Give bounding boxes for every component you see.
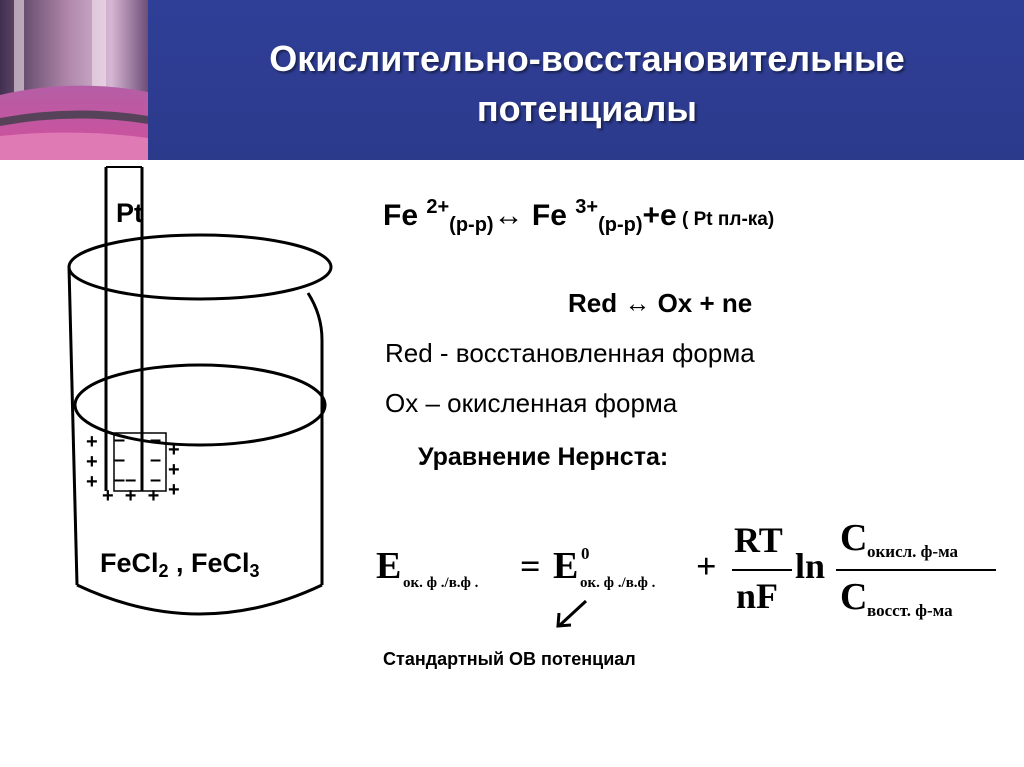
- beaker-diagram: [67, 166, 333, 616]
- charge-2plus: 2+: [426, 196, 450, 218]
- charges-plus-left: + + +: [86, 431, 98, 493]
- ox-definition: Ox – окисленная форма: [385, 388, 678, 418]
- fe-ion-1: Fe: [383, 199, 427, 232]
- nernst-formula: E ок. ф ./в.ф . = E 0 ок. ф ./в.ф . + RT…: [376, 517, 996, 628]
- std-E: E: [553, 545, 578, 587]
- charges-plus-bottom: + + +: [102, 485, 160, 507]
- beaker-rim: [67, 233, 333, 301]
- subscript-3: 3: [249, 561, 260, 581]
- title-line-1: Окислительно-восстановительные: [269, 38, 905, 79]
- nf-denominator: nF: [736, 576, 778, 616]
- charge-3plus: 3+: [575, 196, 599, 218]
- plus-sign: +: [696, 546, 717, 586]
- c-denominator: C: [840, 576, 867, 618]
- beaker-left-wall: [67, 266, 79, 586]
- lhs-subscript: ок. ф ./в.ф .: [403, 575, 479, 591]
- phase-1: (р-р): [449, 214, 494, 236]
- electron: +e: [642, 199, 677, 232]
- liquid-surface: [73, 363, 327, 447]
- title-line-2: потенциалы: [476, 88, 698, 129]
- charges-plus-right: + + +: [168, 439, 180, 501]
- equilibrium-arrow-icon-2: ↔: [624, 288, 651, 318]
- beaker-spout: [306, 292, 324, 341]
- fecl-text-2: , FeCl: [168, 548, 250, 578]
- pointer-arrow-icon: [556, 599, 588, 628]
- fecl-text-1: FeCl: [100, 548, 159, 578]
- content-panel-tab: [38, 160, 348, 200]
- c-numerator-subscript: окисл. ф-ма: [867, 542, 959, 561]
- charges-minus-right: – – –: [150, 429, 162, 491]
- electrode-note: ( Pt пл-ка): [676, 209, 775, 230]
- subscript-2: 2: [158, 561, 169, 581]
- phase-2: (р-р): [598, 214, 643, 236]
- nernst-title: Уравнение Нернста:: [418, 443, 669, 471]
- std-subscript: ок. ф ./в.ф .: [580, 575, 656, 591]
- beaker-bottom: [76, 583, 323, 616]
- ox-term: Ox + ne: [650, 288, 753, 318]
- red-definition: Red - восстановленная форма: [385, 338, 755, 368]
- redox-reaction: Fe 2+(р-р)↔ Fe 3+(р-р)+e ( Pt пл-ка): [383, 196, 774, 237]
- red-term: Red: [568, 288, 625, 318]
- electrode-label: Pt: [116, 198, 143, 228]
- red-ox-equation: Red ↔ Ox + ne: [568, 288, 752, 319]
- flask-image: [0, 0, 148, 160]
- rt-numerator: RT: [734, 520, 783, 560]
- std-superscript: 0: [581, 544, 590, 563]
- equilibrium-arrow-icon: ↔: [493, 199, 524, 232]
- ln-operator: ln: [795, 546, 825, 586]
- c-denominator-subscript: восст. ф-ма: [867, 601, 953, 620]
- solution-label: FeCl2 , FeCl3: [100, 548, 260, 582]
- pt-electrode: [104, 167, 144, 491]
- header-band: Окислительно-восстановительные потенциал…: [0, 0, 1024, 160]
- equals-sign: =: [520, 546, 541, 586]
- double-layer-box: [113, 432, 167, 492]
- c-numerator: C: [840, 517, 867, 559]
- standard-potential-label: Стандартный ОВ потенциал: [383, 649, 636, 669]
- lhs-E: E: [376, 545, 401, 587]
- fe-ion-2: Fe: [523, 199, 576, 232]
- slide-title: Окислительно-восстановительные потенциал…: [150, 34, 1024, 134]
- charges-minus-left: – – ––: [114, 429, 137, 491]
